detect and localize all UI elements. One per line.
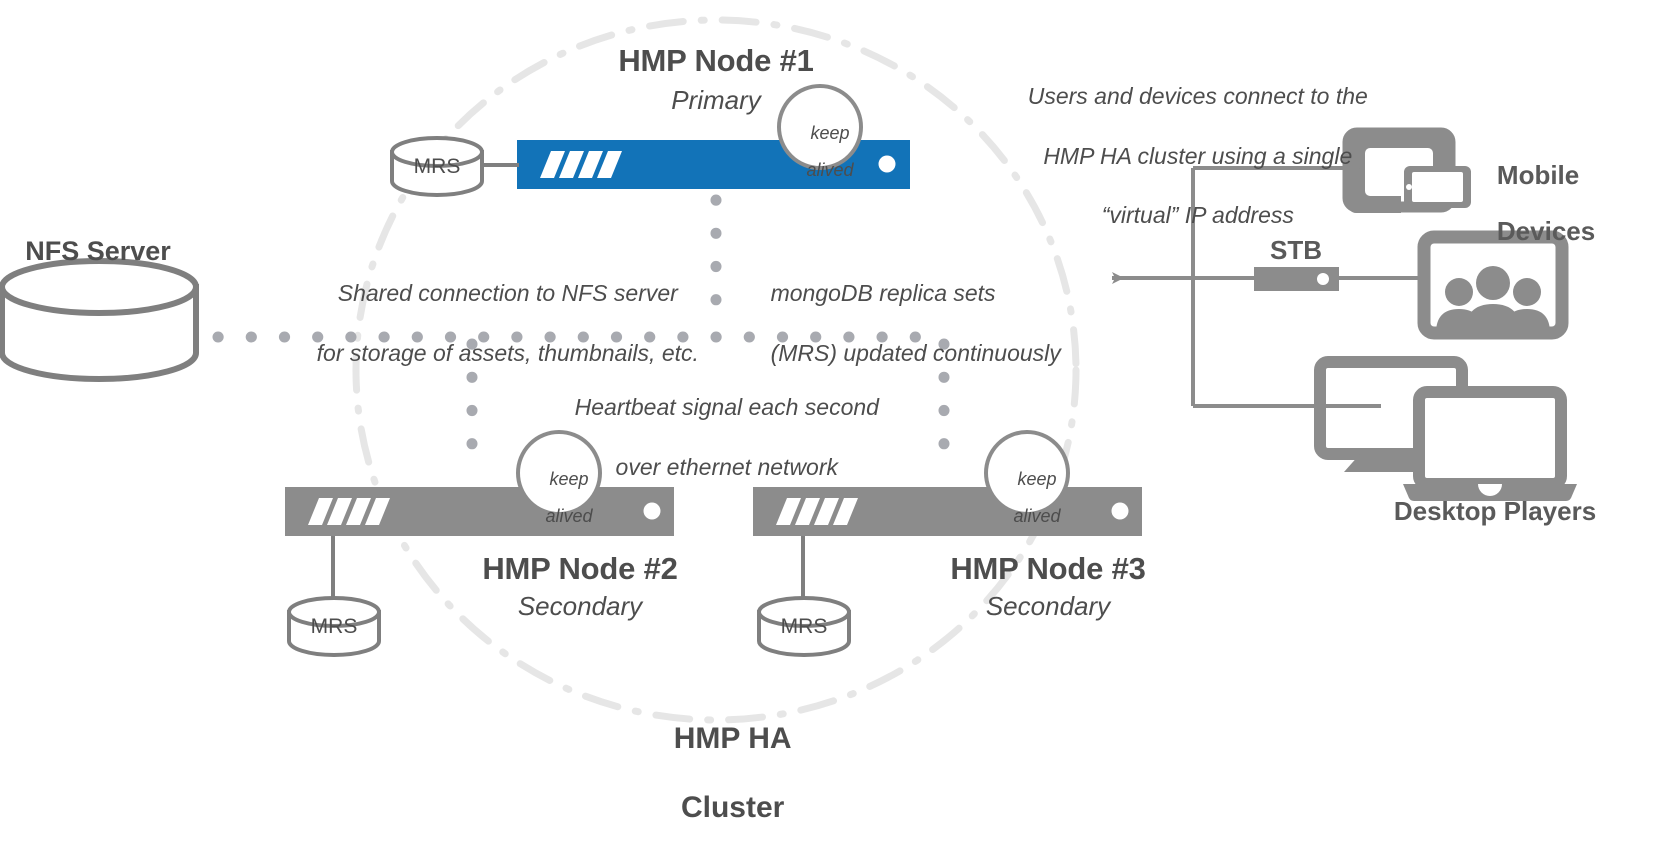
cluster-label: HMP HA Cluster xyxy=(566,688,866,859)
hmp-node-2-role: Secondary xyxy=(517,591,643,621)
diagram-vector-layer xyxy=(0,16,1577,724)
keepalived-line1: keep xyxy=(549,469,589,490)
virtual-ip-line2: HMP HA cluster using a single xyxy=(1043,142,1353,169)
keepalived-line2: alived xyxy=(1013,506,1061,527)
stb-icon xyxy=(1254,267,1339,291)
hmp-node-3-role: Secondary xyxy=(985,591,1111,621)
hmp-node-3-mrs-db xyxy=(757,536,851,657)
heartbeat-line1: Heartbeat signal each second xyxy=(574,393,879,420)
nfs-shared-line1: Shared connection to NFS server xyxy=(337,279,678,306)
mongo-line1: mongoDB replica sets xyxy=(770,279,996,306)
keepalived-line2: alived xyxy=(545,506,593,527)
hmp-node-1-keepalived-badge xyxy=(777,84,863,170)
hmp-node-1-role: Primary xyxy=(671,85,761,115)
mobile-devices-icon xyxy=(1342,127,1471,213)
keepalived-line1: keep xyxy=(1017,469,1057,490)
hmp-node-2-mrs-db xyxy=(287,536,381,657)
client-connection-bus xyxy=(1112,166,1424,408)
virtual-ip-line1: Users and devices connect to the xyxy=(1027,82,1368,109)
desktop-players-icon xyxy=(1314,356,1577,501)
mobile-line1: Mobile xyxy=(1496,160,1580,191)
hmp-node-1-title: HMP Node #1 xyxy=(618,43,814,78)
nfs-server-icon xyxy=(0,258,199,382)
hmp-node-2-mrs-label: MRS xyxy=(310,615,358,638)
hmp-node-2-server xyxy=(285,487,674,536)
hmp-node-3-keepalived-badge xyxy=(984,430,1070,516)
virtual-ip-annotation: Users and devices connect to the HMP HA … xyxy=(985,52,1385,261)
hmp-node-3-title: HMP Node #3 xyxy=(950,551,1146,586)
hmp-node-1-mrs-db xyxy=(390,136,519,197)
hmp-node-3-mrs-label: MRS xyxy=(780,615,828,638)
hmp-node-1-keepalived-label: keep alived xyxy=(779,106,861,198)
diagram-canvas: NFS Server HMP Node #1 Primary MRS keep … xyxy=(0,16,1664,824)
keepalived-line1: keep xyxy=(810,123,850,144)
nfs-shared-annotation: Shared connection to NFS server for stor… xyxy=(288,249,702,398)
hmp-node-3-server xyxy=(753,487,1142,536)
mongo-line2: (MRS) updated continuously xyxy=(770,339,1061,366)
nfs-server-label: NFS Server xyxy=(25,236,171,266)
hmp-node-3-keepalived-label: keep alived xyxy=(986,452,1068,544)
mobile-line2: Devices xyxy=(1496,216,1596,247)
cluster-label-line2: Cluster xyxy=(680,790,785,824)
hmp-node-2-keepalived-label: keep alived xyxy=(518,452,600,544)
cluster-label-line1: HMP HA xyxy=(673,722,792,756)
heartbeat-line2: over ethernet network xyxy=(615,453,838,480)
keepalived-line2: alived xyxy=(806,160,854,181)
hmp-node-2-keepalived-badge xyxy=(516,430,602,516)
stb-label: STB xyxy=(1270,235,1322,265)
hmp-node-2-title: HMP Node #2 xyxy=(482,551,678,586)
mobile-devices-label: Mobile Devices xyxy=(1468,133,1664,273)
heartbeat-annotation: Heartbeat signal each second over ethern… xyxy=(505,363,923,512)
nfs-shared-line2: for storage of assets, thumbnails, etc. xyxy=(316,339,699,366)
cluster-boundary xyxy=(352,16,1080,724)
hmp-node-1-mrs-label: MRS xyxy=(413,155,461,178)
virtual-ip-line3: “virtual” IP address xyxy=(1101,202,1294,229)
mongodb-annotation: mongoDB replica sets (MRS) updated conti… xyxy=(745,249,1095,398)
desktop-players-label: Desktop Players xyxy=(1393,496,1597,526)
tv-viewers-icon xyxy=(1417,230,1569,340)
